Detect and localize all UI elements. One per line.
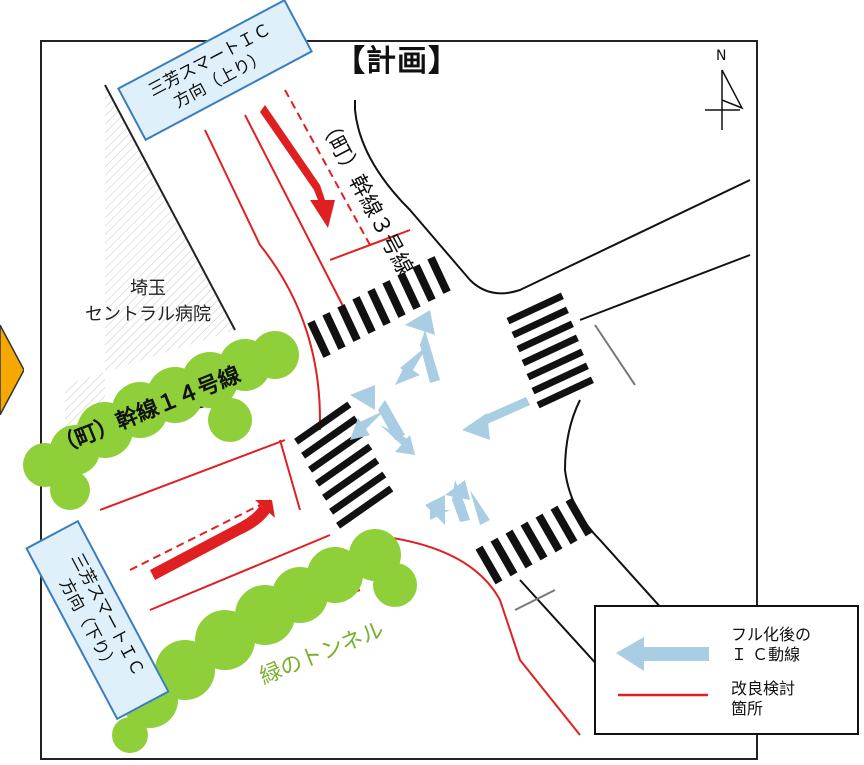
crosswalk-south [475,497,593,585]
red-direction-arrows [150,105,335,580]
orange-arrow-marker [0,325,24,415]
hospital-area [65,85,235,440]
crosswalk-east [506,292,594,409]
crosswalk-north [307,256,451,358]
north-arrow-icon [705,69,744,130]
ic-flow-arrows [350,310,530,525]
hospital-boundary [104,84,236,331]
legend-box: フル化後の Ｉ Ｃ動線 改良検討 箇所 [594,605,859,735]
trees-lower [112,529,417,753]
legend-arrow-line2: Ｉ Ｃ動線 [731,645,801,664]
hospital-label: 埼玉 セントラル病院 [58,276,238,328]
diagram-frame [40,40,758,760]
trees-upper [23,331,299,510]
legend-red-text: 改良検討 箇所 [731,679,795,719]
crosswalk-west [294,401,394,529]
hospital-label-line2: セントラル病院 [85,304,211,325]
legend-red-line2: 箇所 [731,699,764,718]
page-title: 【計画】 [335,44,459,79]
north-label: N [716,48,727,64]
legend-arrow-text: フル化後の Ｉ Ｃ動線 [731,625,811,665]
hospital-label-line1: 埼玉 [130,278,166,299]
legend-red-line1: 改良検討 [731,679,796,698]
legend-red-line-icon [618,693,708,697]
legend-arrow-icon [616,637,709,671]
legend-arrow-line1: フル化後の [731,625,812,644]
